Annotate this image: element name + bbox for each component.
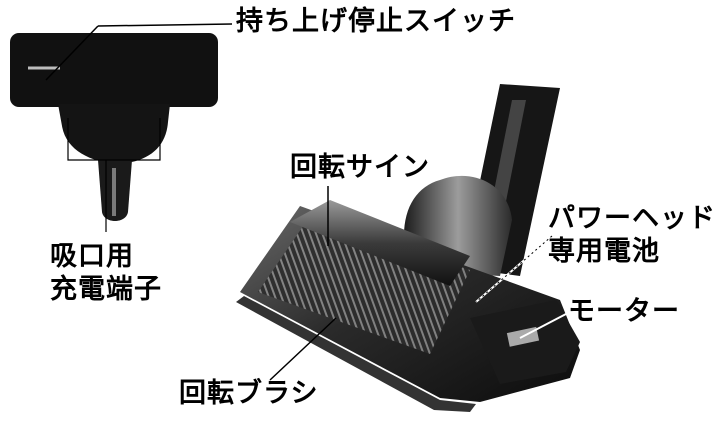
terminal-highlight (112, 168, 116, 216)
label-terminal-line2: 充電端子 (50, 274, 162, 305)
top-cover (290, 200, 470, 286)
handle-neck (58, 104, 170, 164)
leader-line-brush (269, 317, 337, 381)
leader-line-lift-switch-2 (45, 25, 99, 81)
label-nozzle-charging-terminal: 吸口用 充電端子 (50, 240, 162, 306)
power-head (236, 84, 580, 412)
label-motor: モーター (568, 296, 680, 327)
handle-detail (10, 23, 233, 232)
label-power-head-battery: パワーヘッド 専用電池 (548, 202, 716, 268)
leader-line-battery-outline (475, 235, 553, 303)
label-rotation-sign: 回転サイン (290, 152, 430, 183)
leader-line-motor (519, 313, 567, 339)
label-terminal-line1: 吸口用 (50, 241, 134, 272)
brush-housing (258, 216, 470, 354)
label-lift-stop-switch: 持ち上げ停止スイッチ (236, 6, 516, 37)
leader-line-lift-switch (97, 23, 233, 27)
label-rotating-brush: 回転ブラシ (179, 378, 319, 409)
terminal-bracket (67, 118, 161, 161)
label-battery-line1: パワーヘッド (548, 203, 716, 234)
label-battery-line2: 専用電池 (548, 236, 660, 267)
handle-top-body (10, 33, 218, 107)
front-lip (236, 296, 476, 412)
